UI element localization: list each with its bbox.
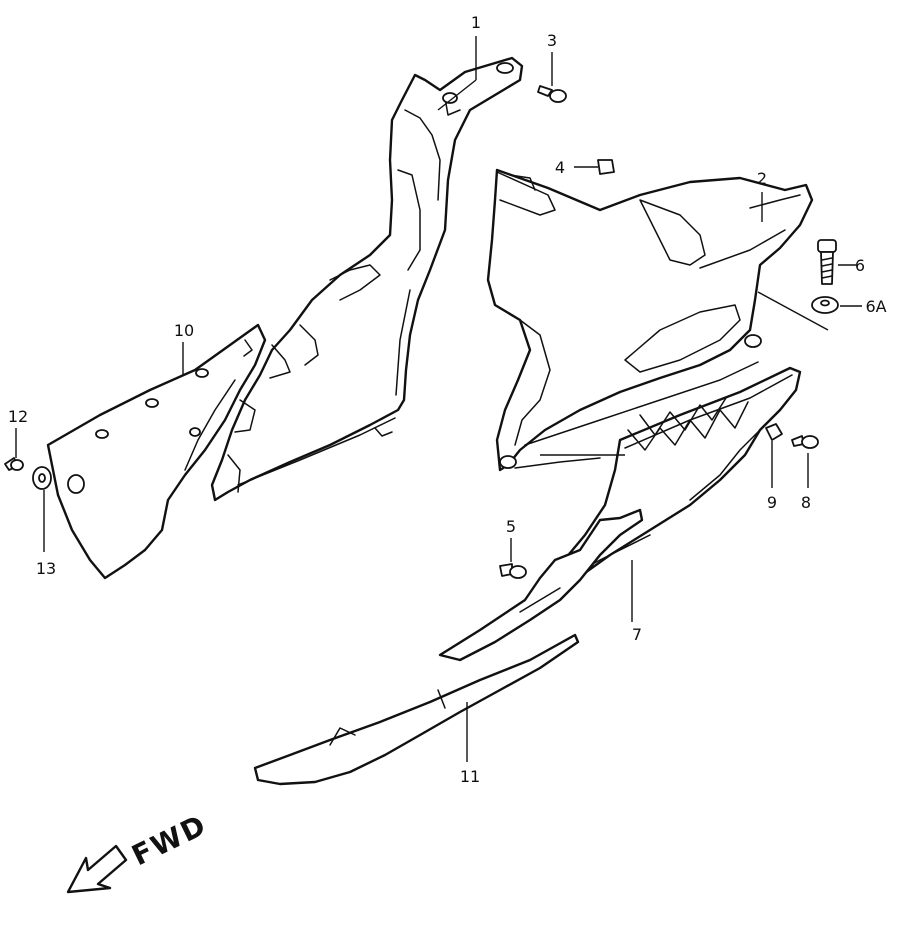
side-rail-bracket: [438, 508, 644, 662]
part-12-screw: [4, 457, 24, 471]
callout-13: 13: [36, 559, 56, 578]
callout-5: 5: [506, 517, 516, 536]
callout-12: 12: [8, 407, 28, 426]
callout-10: 10: [174, 321, 194, 340]
part-10-rear-panel: [46, 323, 267, 580]
forward-direction-indicator: FWD: [66, 808, 213, 894]
callout-3: 3: [547, 31, 557, 50]
part-1-leg-shield: [210, 56, 524, 502]
part-11-step-rail: [253, 633, 580, 786]
callout-1: 1: [471, 13, 481, 32]
callout-6: 6: [855, 256, 865, 275]
callout-11: 11: [460, 767, 480, 786]
callout-4: 4: [555, 158, 565, 177]
part-3-screw: [537, 85, 567, 103]
part-6-bolt: [817, 239, 837, 285]
callout-6a: 6A: [865, 297, 886, 316]
forward-arrow-icon: [66, 844, 128, 894]
callout-7: 7: [632, 625, 642, 644]
fwd-label: FWD: [127, 808, 213, 872]
part-6a-washer: [811, 296, 839, 314]
leader-lines: [15, 36, 862, 762]
part-5-screw: [499, 563, 527, 579]
callout-8: 8: [801, 493, 811, 512]
part-4-clip: [597, 159, 615, 175]
part-2-frame-cover: [486, 168, 814, 472]
part-13-washer: [32, 466, 52, 490]
callout-9: 9: [767, 493, 777, 512]
callout-2: 2: [757, 169, 767, 188]
part-9-nut: [765, 423, 783, 441]
callout-labels: 1 2 3 4 5 6 6A 7 8 9 10 11 12 13: [8, 13, 887, 786]
part-8-screw: [791, 435, 819, 449]
